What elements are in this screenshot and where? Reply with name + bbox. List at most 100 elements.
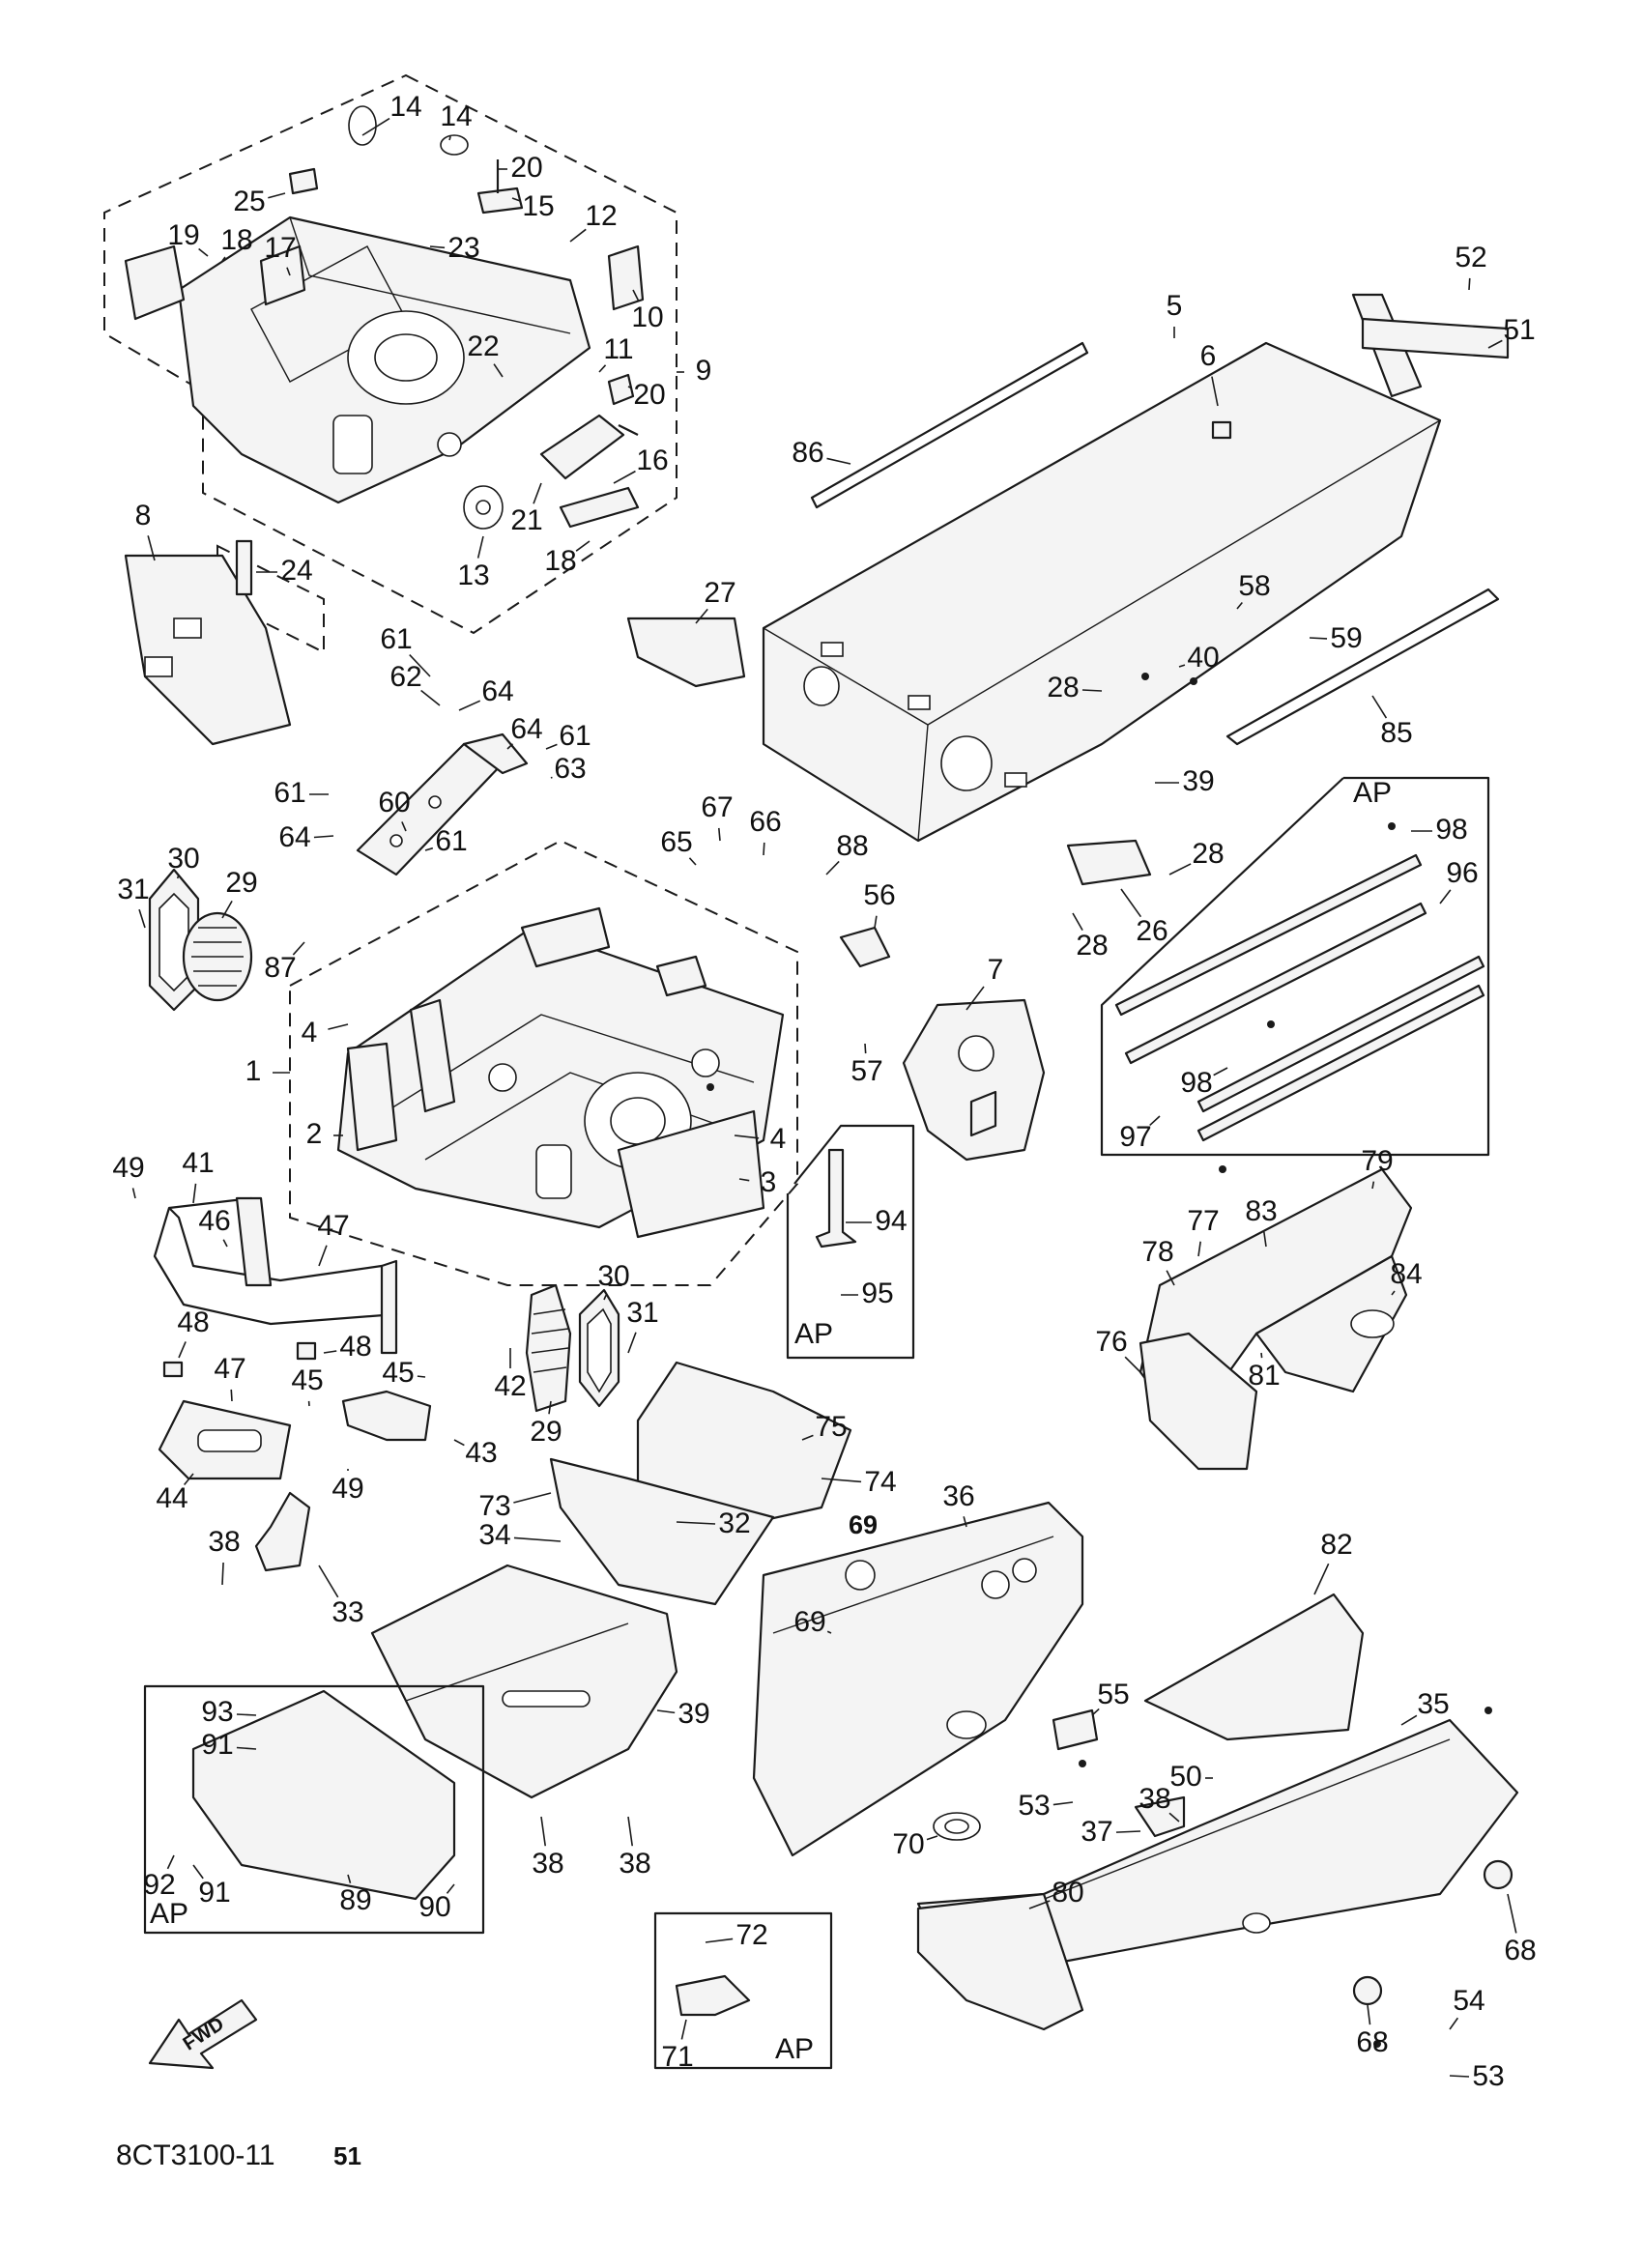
callout-32: 32 [718, 1507, 750, 1539]
leader-line [718, 827, 721, 842]
callout-29: 29 [225, 867, 257, 899]
leader-line [598, 364, 607, 373]
leader-line [448, 135, 451, 141]
callout-46: 46 [198, 1205, 230, 1237]
leader-line [222, 1239, 228, 1248]
callout-35: 35 [1417, 1688, 1449, 1720]
leader-line [493, 363, 504, 378]
callout-6: 6 [1200, 340, 1217, 372]
leader-line [506, 743, 514, 750]
callout-4: 4 [302, 1017, 318, 1048]
callout-79: 79 [1361, 1145, 1393, 1177]
callout-40: 40 [1187, 642, 1219, 674]
callout-29: 29 [530, 1416, 562, 1448]
leader-line [1115, 1830, 1141, 1833]
leader-line [676, 1521, 716, 1525]
callout-77: 77 [1187, 1205, 1219, 1237]
callout-60: 60 [378, 787, 410, 818]
leader-line [198, 247, 209, 257]
brackets-43-44-33 [158, 1390, 432, 1572]
leader-line [192, 1183, 197, 1204]
callout-20: 20 [510, 152, 542, 184]
callout-37: 37 [1081, 1816, 1112, 1848]
leader-line [176, 874, 180, 879]
boots-29-30 [148, 868, 620, 1413]
leader-line [131, 1188, 136, 1199]
leader-line [1487, 339, 1503, 349]
fender-80 [916, 1892, 1084, 2031]
fender-79-83 [1139, 1167, 1413, 1471]
leader-line [569, 228, 587, 243]
leader-line [513, 1536, 562, 1542]
callout-69: 69 [793, 1606, 825, 1638]
callout-25: 25 [233, 186, 265, 217]
leader-line [401, 821, 407, 832]
leader-line [632, 289, 640, 302]
callout-61: 61 [380, 623, 412, 655]
callout-34: 34 [478, 1519, 510, 1551]
leader-line [1371, 695, 1388, 719]
callout-28: 28 [1076, 930, 1108, 962]
leader-line [424, 847, 434, 851]
callout-92: 92 [143, 1869, 175, 1901]
leader-line [1091, 1708, 1100, 1716]
leader-line [874, 915, 878, 929]
leader-line [627, 1816, 634, 1847]
callout-45: 45 [291, 1364, 323, 1396]
leader-line [476, 535, 484, 559]
leader-line [292, 941, 305, 956]
ap-label: AP [1353, 777, 1392, 809]
callout-30: 30 [597, 1260, 629, 1292]
leader-line [550, 776, 553, 779]
callout-38: 38 [208, 1526, 240, 1558]
callout-23: 23 [447, 232, 479, 264]
callout-49: 49 [112, 1152, 144, 1184]
leader-line [926, 1835, 938, 1841]
callout-17: 17 [264, 232, 296, 264]
leader-line [1166, 1270, 1175, 1286]
leader-line [453, 1439, 465, 1447]
callout-64: 64 [481, 675, 513, 707]
leader-line [420, 689, 441, 706]
callout-54: 54 [1453, 1985, 1484, 2017]
callout-75: 75 [815, 1411, 847, 1443]
leader-line [318, 1565, 339, 1598]
leader-line [221, 256, 226, 262]
leader-line [734, 1134, 760, 1139]
leader-line [627, 1332, 637, 1354]
callout-26: 26 [1136, 915, 1167, 947]
callout-22: 22 [467, 330, 499, 362]
leader-line [1168, 1812, 1180, 1823]
callout-52: 52 [1455, 242, 1486, 273]
callout-69: 69 [849, 1510, 878, 1539]
leader-line [178, 1341, 187, 1359]
leader-line [545, 743, 558, 750]
leader-line [286, 267, 291, 276]
leader-line [688, 857, 697, 866]
bumper-41 [153, 1196, 398, 1378]
callout-28: 28 [1047, 672, 1079, 703]
leader-line [1449, 2075, 1470, 2078]
leader-line [680, 2019, 687, 2040]
callout-82: 82 [1320, 1529, 1352, 1561]
callout-30: 30 [167, 843, 199, 875]
ap-box-71-72 [653, 1911, 833, 2070]
leader-line [323, 1350, 337, 1354]
callout-83: 83 [1245, 1195, 1277, 1227]
leader-line [347, 1874, 352, 1883]
leader-line [1120, 888, 1142, 918]
callout-70: 70 [892, 1828, 924, 1860]
callout-47: 47 [317, 1210, 349, 1242]
ap-label: AP [150, 1898, 188, 1930]
leader-line [221, 1562, 224, 1586]
main-frame-assembly-1 [289, 839, 798, 1286]
callout-76: 76 [1095, 1326, 1127, 1358]
callout-97: 97 [1119, 1121, 1151, 1153]
callout-28: 28 [1192, 838, 1224, 870]
callout-61: 61 [435, 825, 467, 857]
leader-line [166, 1854, 175, 1870]
callout-48: 48 [339, 1331, 371, 1363]
leader-line [1197, 1241, 1201, 1257]
callout-19: 19 [167, 219, 199, 251]
callout-74: 74 [864, 1466, 896, 1498]
